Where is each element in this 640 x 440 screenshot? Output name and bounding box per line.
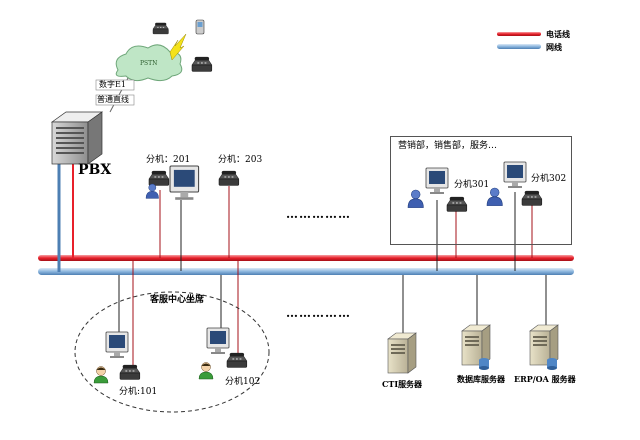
ext301-label: 分机301 [454, 180, 490, 190]
cti-server-icon [387, 332, 417, 374]
cloud-phone-1-icon [152, 22, 169, 35]
cti-server-label: CTI服务器 [382, 379, 423, 389]
db-cylinder-icon [479, 358, 489, 370]
ext201-user-icon [145, 183, 159, 199]
network-bus [38, 268, 574, 275]
mobile-phone-icon [195, 19, 205, 35]
db-server-label: 数据库服务器 [457, 374, 505, 384]
call-center-boundary [74, 291, 270, 413]
ext302-label: 分机302 [531, 174, 567, 184]
analog-trunk-label: 普通直线 [97, 95, 129, 104]
ellipsis-bottom: …………… [286, 306, 351, 320]
digital-trunk-label: 数字E1 [99, 80, 126, 89]
pbx-label: PBX [78, 162, 112, 178]
ellipsis-top: …………… [286, 207, 351, 221]
legend-phone-line-swatch [497, 32, 541, 36]
cc-agent-2-icon [198, 362, 214, 380]
department-box [390, 136, 572, 245]
lightning-icon [169, 33, 187, 61]
legend-network-line-swatch [497, 44, 541, 49]
cc-monitor-2-icon [206, 327, 230, 355]
ext102-label: 分机102 [225, 377, 261, 387]
cloud-phone-2-icon [191, 56, 213, 72]
legend-phone-line-label: 电话线 [546, 29, 570, 39]
pstn-cloud [115, 44, 183, 82]
phone-bus [38, 255, 574, 261]
legend-network-line-label: 网线 [546, 42, 562, 52]
trunk-label-box-1 [95, 79, 135, 91]
erp-cylinder-icon [547, 358, 557, 370]
ext201-phone-icon [148, 170, 170, 186]
cc-monitor-1-icon [105, 331, 129, 359]
ext101-label: 分机:101 [119, 387, 158, 397]
ext203-label: 分机：203 [218, 155, 263, 165]
ext201-monitor-icon [169, 165, 200, 201]
department-title: 营销部，销售部，服务… [398, 141, 498, 151]
ext201-label: 分机：201 [146, 155, 191, 165]
call-center-title: 客服中心坐席 [150, 295, 205, 305]
cc-phone-2-icon [226, 352, 248, 368]
cc-agent-1-icon [93, 366, 109, 384]
pstn-label: PSTN [140, 60, 158, 67]
trunk-label-box-2 [95, 94, 135, 106]
erp-server-label: ERP/OA 服务器 [514, 374, 576, 384]
cc-phone-1-icon [119, 364, 141, 380]
pbx-cabinet-icon [50, 111, 104, 165]
ext203-phone-icon [218, 170, 240, 186]
